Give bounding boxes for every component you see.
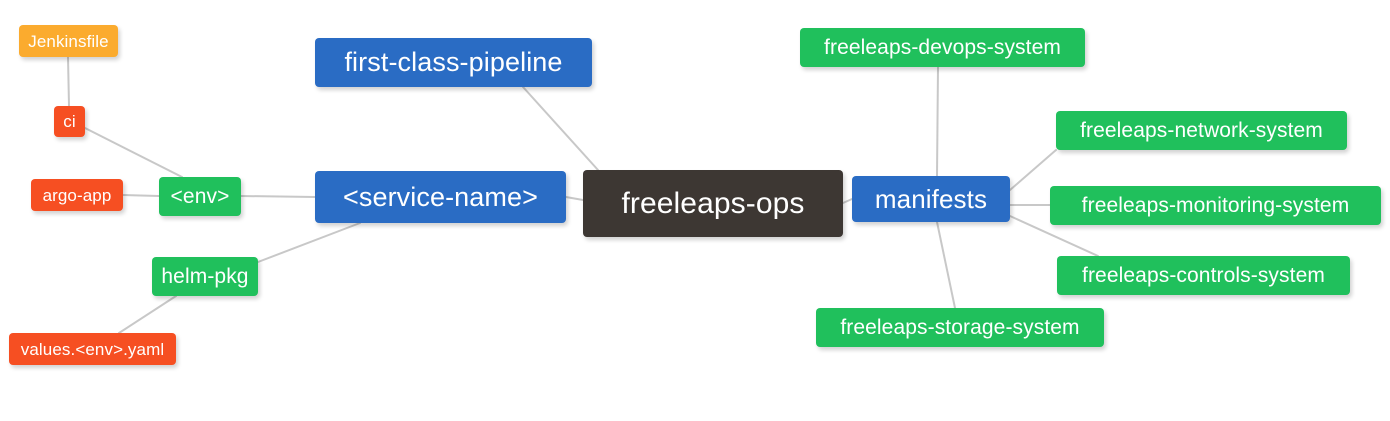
mindmap-node-values-env-yaml[interactable]: values.<env>.yaml — [9, 333, 176, 365]
mindmap-node-service-name[interactable]: <service-name> — [315, 171, 566, 223]
edge-freeleaps-ops-to-service-name — [565, 196, 584, 201]
edge-freeleaps-ops-to-first-class-pipeline — [522, 86, 599, 171]
mindmap-node-label: Jenkinsfile — [28, 31, 109, 51]
edge-manifests-to-freeleaps-devops-system — [936, 66, 939, 177]
edge-ci-to-jenkinsfile — [67, 56, 70, 107]
mindmap-node-ci[interactable]: ci — [54, 106, 85, 137]
edge-env-to-argo-app — [122, 194, 160, 197]
mindmap-node-label: first-class-pipeline — [344, 47, 563, 77]
edge-env-to-ci — [84, 127, 183, 178]
mindmap-node-label: manifests — [874, 184, 988, 214]
mindmap-node-label: ci — [63, 112, 76, 131]
mindmap-node-label: <service-name> — [343, 181, 538, 212]
mindmap-node-label: freeleaps-storage-system — [840, 316, 1080, 339]
edge-service-name-to-helm-pkg — [257, 222, 361, 263]
mindmap-node-label: freeleaps-ops — [621, 186, 805, 220]
mindmap-node-freeleaps-ops[interactable]: freeleaps-ops — [583, 170, 843, 237]
mindmap-node-jenkinsfile[interactable]: Jenkinsfile — [19, 25, 118, 57]
mindmap-node-label: freeleaps-devops-system — [824, 36, 1061, 59]
mindmap-node-label: argo-app — [42, 185, 112, 205]
mindmap-node-freeleaps-controls-system[interactable]: freeleaps-controls-system — [1057, 256, 1350, 295]
edge-service-name-to-env — [240, 195, 316, 198]
mindmap-node-freeleaps-devops-system[interactable]: freeleaps-devops-system — [800, 28, 1085, 67]
mindmap-node-first-class-pipeline[interactable]: first-class-pipeline — [315, 38, 592, 87]
mindmap-node-label: freeleaps-controls-system — [1082, 264, 1325, 287]
mindmap-node-env[interactable]: <env> — [159, 177, 241, 216]
mindmap-node-label: <env> — [170, 185, 230, 208]
mindmap-node-helm-pkg[interactable]: helm-pkg — [152, 257, 258, 296]
mindmap-node-label: values.<env>.yaml — [20, 339, 165, 359]
mindmap-node-label: helm-pkg — [161, 265, 249, 288]
mindmap-node-freeleaps-monitoring-system[interactable]: freeleaps-monitoring-system — [1050, 186, 1381, 225]
edge-manifests-to-freeleaps-storage-system — [936, 221, 956, 309]
edge-helm-pkg-to-values-env-yaml — [118, 295, 177, 334]
edge-manifests-to-freeleaps-network-system — [1009, 149, 1057, 191]
mindmap-node-label: freeleaps-monitoring-system — [1081, 194, 1350, 217]
mindmap-node-manifests[interactable]: manifests — [852, 176, 1010, 222]
mindmap-node-freeleaps-storage-system[interactable]: freeleaps-storage-system — [816, 308, 1104, 347]
edge-freeleaps-ops-to-manifests — [842, 198, 853, 204]
mindmap-node-label: freeleaps-network-system — [1080, 119, 1323, 142]
mindmap-node-freeleaps-network-system[interactable]: freeleaps-network-system — [1056, 111, 1347, 150]
mindmap-node-argo-app[interactable]: argo-app — [31, 179, 123, 211]
